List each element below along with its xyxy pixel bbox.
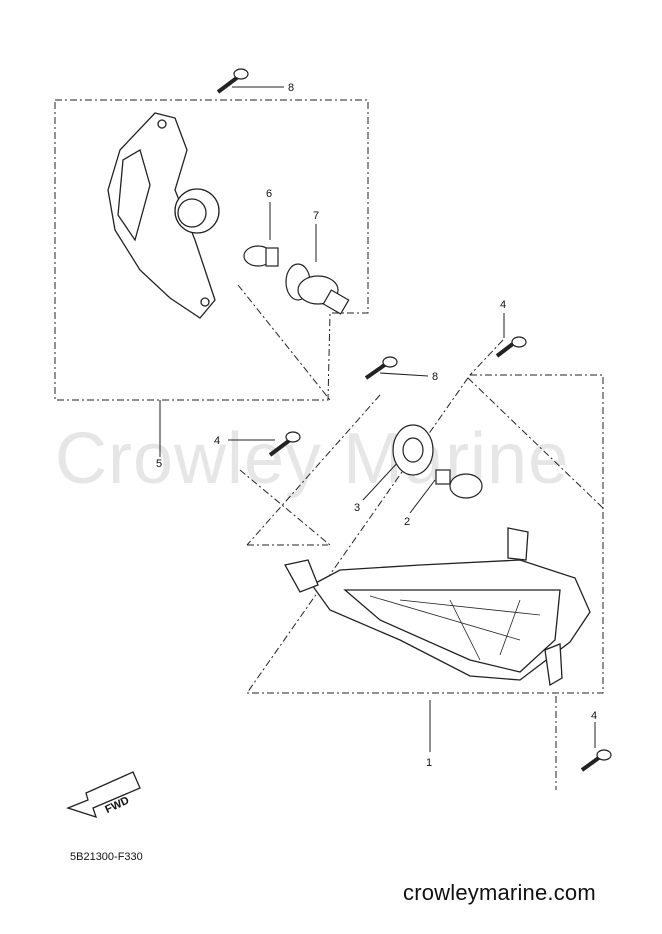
callout-4-right: 4	[500, 299, 506, 311]
callout-2: 2	[404, 516, 410, 528]
lower-lamp-lens	[284, 527, 591, 687]
bulb-icon	[435, 469, 483, 499]
callout-6: 6	[266, 188, 272, 200]
bulb-icon	[243, 245, 279, 267]
callout-4-left: 4	[214, 435, 220, 447]
callout-8-top: 8	[288, 82, 294, 94]
leader-lines	[237, 284, 604, 790]
website-url[interactable]: crowleymarine.com	[403, 880, 596, 905]
socket-icon	[392, 424, 434, 476]
screw-icon	[216, 68, 612, 772]
socket-icon	[285, 263, 350, 315]
upper-lamp-housing	[107, 112, 220, 319]
callout-8-mid: 8	[432, 371, 438, 383]
callout-4-bottom: 4	[591, 710, 597, 722]
callout-7: 7	[313, 210, 319, 222]
part-number: 5B21300-F330	[70, 851, 143, 863]
upper-assembly-outline	[54, 99, 369, 401]
callout-1: 1	[426, 757, 432, 769]
watermark: Crowley Marine	[55, 419, 570, 499]
forward-arrow-icon	[66, 771, 141, 819]
callout-3: 3	[354, 502, 360, 514]
callout-5: 5	[156, 458, 162, 470]
